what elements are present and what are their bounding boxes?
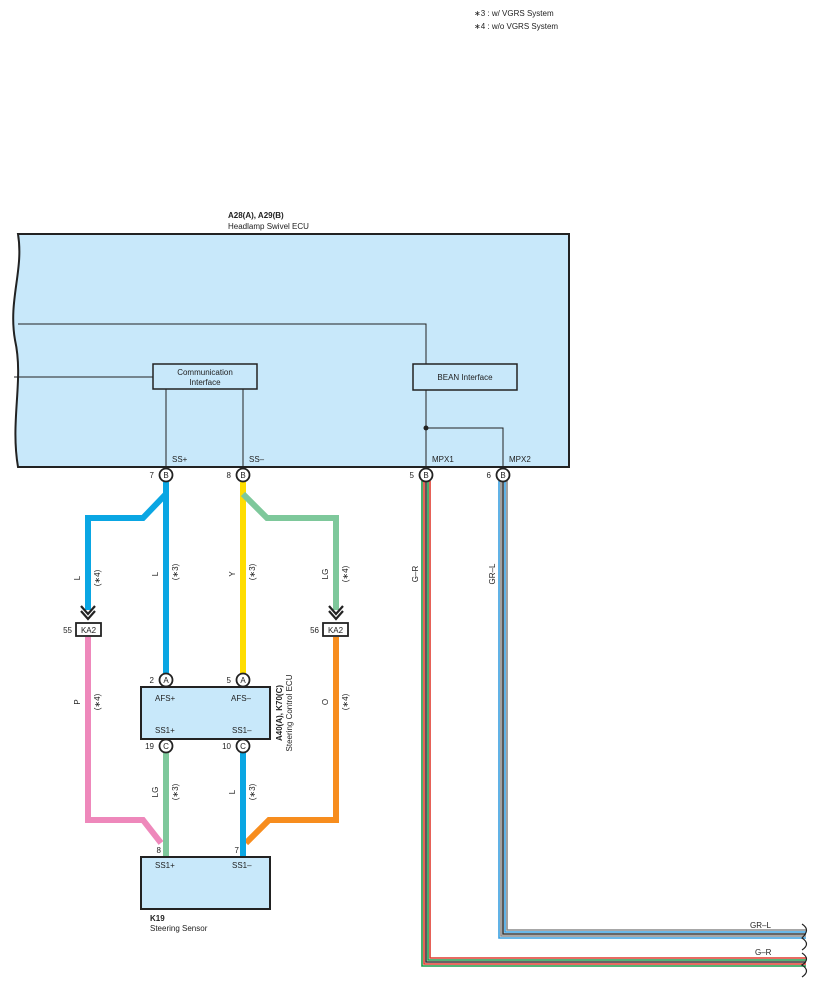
variant-lg-w3-low: (∗3)	[171, 783, 180, 800]
sensor-code: K19	[150, 914, 165, 923]
junction-arrow-icon	[80, 605, 96, 616]
ka2-55-code: KA2	[81, 626, 97, 635]
wire-p-w4	[85, 637, 164, 845]
pin-num-ss1-minus: 10	[222, 742, 231, 751]
ecu-name: Headlamp Swivel ECU	[228, 222, 309, 231]
steering-control-ecu-box	[140, 686, 271, 740]
pin-num-mpx1: 5	[410, 471, 415, 480]
variant-p-w4: (∗4)	[93, 693, 102, 710]
steering-ecu-name: Steering Control ECU	[285, 674, 294, 751]
comm-interface-line1: Communication	[177, 368, 233, 377]
conn-letter-ss1-plus: C	[163, 742, 169, 751]
pin-num-ss-plus: 7	[150, 471, 155, 480]
variant-l-w3: (∗3)	[171, 563, 180, 580]
wire-labels: L (∗4) L (∗3) Y (∗3) LG (∗4) P (∗4) O (∗…	[73, 563, 497, 800]
pin-label-ss-minus: SS–	[249, 455, 265, 464]
bean-interface-box	[412, 363, 518, 391]
wire-o-w4	[243, 637, 339, 846]
label-o-w4: O	[321, 699, 330, 705]
sensor-pin-label-ss1-plus: SS1+	[155, 861, 175, 870]
pin-label-mpx2: MPX2	[509, 455, 531, 464]
sensor-name: Steering Sensor	[150, 924, 208, 933]
conn-letter-mpx2: B	[500, 471, 505, 480]
variant-lg-w4: (∗4)	[341, 565, 350, 582]
conn-letter-ss-plus: B	[163, 471, 168, 480]
ka2-56-num: 56	[310, 626, 319, 635]
steering-ecu-code: A40(A), K70(C)	[275, 685, 284, 741]
junction-arrow-icon	[328, 605, 344, 616]
pin-num-ss1-plus: 19	[145, 742, 154, 751]
communication-interface-box	[152, 363, 258, 390]
headlamp-swivel-ecu-box	[12, 233, 570, 468]
pin-label-ss1-minus: SS1–	[232, 726, 252, 735]
bean-interface-label: BEAN Interface	[437, 373, 493, 382]
pin-label-ss-plus: SS+	[172, 455, 188, 464]
label-y-w3: Y	[228, 571, 237, 577]
label-l-w3-low: L	[228, 789, 237, 794]
sensor-pin-num-ss1-minus: 7	[235, 846, 240, 855]
pin-label-afs-plus: AFS+	[155, 694, 176, 703]
label-gr-l: GR–L	[488, 563, 497, 584]
conn-letter-ss1-minus: C	[240, 742, 246, 751]
conn-letter-mpx1: B	[423, 471, 428, 480]
note-vgrs: ∗3 : w/ VGRS System	[474, 9, 554, 18]
ecu-code: A28(A), A29(B)	[228, 211, 284, 220]
conn-letter-afs-plus: A	[163, 676, 169, 685]
sensor-pin-num-ss1-plus: 8	[157, 846, 162, 855]
steering-sensor-box	[140, 856, 271, 910]
pin-label-ss1-plus: SS1+	[155, 726, 175, 735]
junction-ka2-55: KA2 55	[63, 605, 102, 637]
conn-letter-ss-minus: B	[240, 471, 245, 480]
steering-ecu-pin-connectors: A 2 A 5 C 19 C 10	[145, 672, 251, 754]
wire-break-marks	[800, 923, 808, 978]
label-lg-w3-low: LG	[151, 787, 160, 798]
variant-y-w3: (∗3)	[248, 563, 257, 580]
variant-o-w4: (∗4)	[341, 693, 350, 710]
sensor-pin-label-ss1-minus: SS1–	[232, 861, 252, 870]
wire-gr-l	[498, 481, 806, 939]
exit-label-g-r: G–R	[755, 948, 772, 957]
wire-lg-w4	[240, 491, 339, 610]
pin-num-mpx2: 6	[487, 471, 492, 480]
label-lg-w4: LG	[321, 569, 330, 580]
comm-interface-line2: Interface	[189, 378, 221, 387]
wire-g-r	[421, 481, 806, 967]
variant-l-w4: (∗4)	[93, 569, 102, 586]
junction-dot	[423, 425, 429, 431]
exit-label-gr-l: GR–L	[750, 921, 771, 930]
pin-num-afs-plus: 2	[150, 676, 155, 685]
pin-label-mpx1: MPX1	[432, 455, 454, 464]
label-l-w4: L	[73, 575, 82, 580]
conn-letter-afs-minus: A	[240, 676, 246, 685]
wires	[85, 482, 339, 857]
pin-num-afs-minus: 5	[227, 676, 232, 685]
label-g-r: G–R	[411, 566, 420, 583]
wire-l-w4	[85, 482, 169, 610]
ka2-56-code: KA2	[328, 626, 344, 635]
ka2-55-num: 55	[63, 626, 72, 635]
label-p-w4: P	[73, 699, 82, 704]
variant-l-w3-low: (∗3)	[248, 783, 257, 800]
pin-label-afs-minus: AFS–	[231, 694, 252, 703]
label-l-w3: L	[151, 571, 160, 576]
ecu-pin-connectors: B 7 B 8 B 5 B 6	[150, 467, 511, 483]
junction-ka2-56: KA2 56	[310, 605, 349, 637]
note-no-vgrs: ∗4 : w/o VGRS System	[474, 22, 558, 31]
pin-num-ss-minus: 8	[227, 471, 232, 480]
